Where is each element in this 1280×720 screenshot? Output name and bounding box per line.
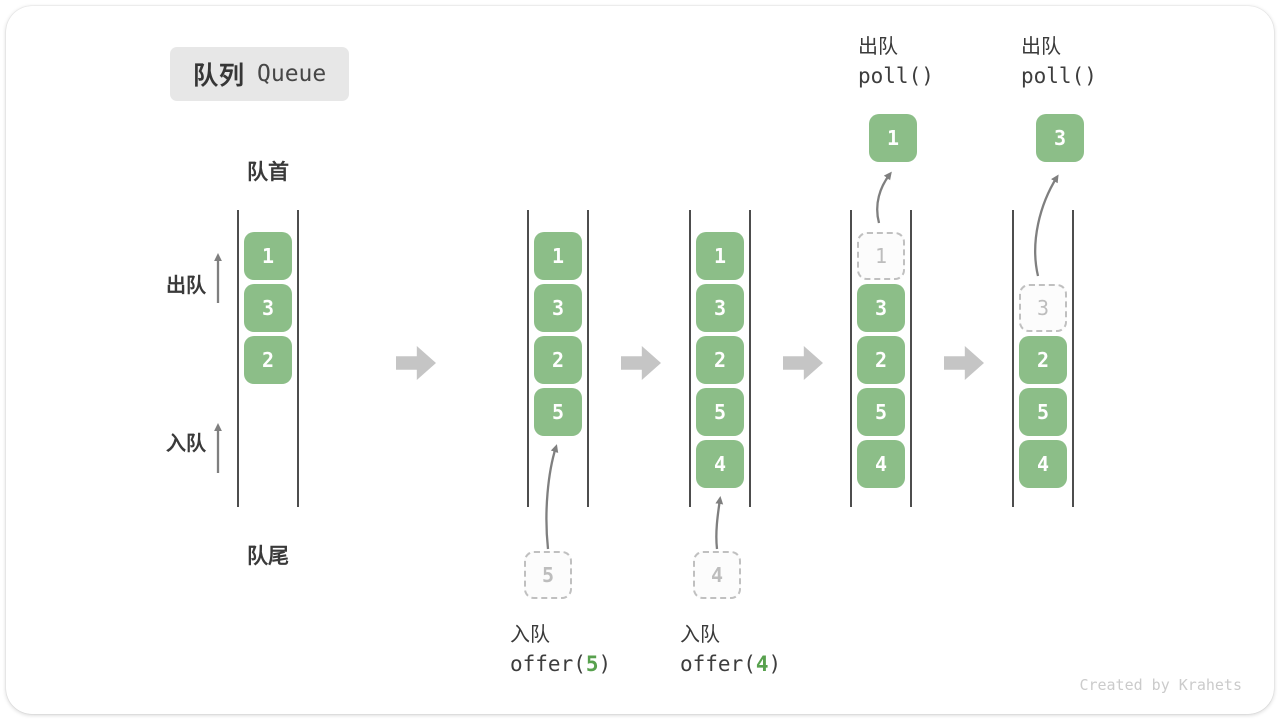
queue-state-3: 1 3 2 5 4: [689, 210, 751, 507]
queue-element: 4: [1019, 440, 1067, 488]
queue-element: 5: [857, 388, 905, 436]
queue-element: 2: [696, 336, 744, 384]
pending-enqueue-box: 4: [693, 551, 741, 599]
code-close: ): [768, 652, 782, 676]
queue-element: 2: [857, 336, 905, 384]
dequeue-code: poll(): [858, 64, 934, 88]
dequeue-label: 出队: [1021, 36, 1061, 58]
queue-wall-right: [1072, 210, 1074, 507]
diagram-title: 队列 Queue: [170, 47, 350, 101]
enqueue-operation-1: 入队 offer(5): [510, 618, 611, 676]
title-en: Queue: [257, 61, 327, 87]
title-zh: 队列: [193, 62, 246, 90]
code-fn: offer(: [510, 652, 586, 676]
removed-element: 1: [857, 232, 905, 280]
queue-element: 3: [857, 284, 905, 332]
queue-state-1: 1 3 2: [237, 210, 299, 507]
queue-wall-right: [587, 210, 589, 507]
queue-wall-right: [297, 210, 299, 507]
queue-state-4: 1 3 2 5 4: [850, 210, 912, 507]
polled-result-box: 3: [1036, 114, 1084, 162]
enqueue-side-label: 入队: [166, 433, 206, 455]
queue-element: 3: [696, 284, 744, 332]
queue-element: 1: [244, 232, 292, 280]
queue-wall-right: [910, 210, 912, 507]
dequeue-operation-1: 出队 poll(): [858, 30, 934, 88]
queue-element: 4: [696, 440, 744, 488]
dequeue-code: poll(): [1021, 64, 1097, 88]
enqueue-label: 入队: [510, 624, 550, 646]
queue-element: 2: [534, 336, 582, 384]
pending-enqueue-box: 5: [524, 551, 572, 599]
queue-element: 2: [244, 336, 292, 384]
dequeue-side-label: 出队: [166, 275, 206, 297]
enqueue-code: offer(4): [680, 652, 781, 676]
queue-element: 5: [1019, 388, 1067, 436]
queue-state-2: 1 3 2 5: [527, 210, 589, 507]
enqueue-label: 入队: [680, 624, 720, 646]
queue-wall-left: [1012, 210, 1014, 507]
queue-rear-label: 队尾: [247, 545, 289, 568]
queue-front-label: 队首: [247, 161, 289, 184]
queue-element: 2: [1019, 336, 1067, 384]
queue-element: 5: [696, 388, 744, 436]
queue-wall-left: [689, 210, 691, 507]
queue-wall-left: [237, 210, 239, 507]
queue-element: 1: [696, 232, 744, 280]
queue-element: 1: [534, 232, 582, 280]
code-close: ): [598, 652, 612, 676]
removed-element: 3: [1019, 284, 1067, 332]
dequeue-label: 出队: [858, 36, 898, 58]
code-fn: offer(: [680, 652, 756, 676]
dequeue-operation-2: 出队 poll(): [1021, 30, 1097, 88]
polled-result-box: 1: [869, 114, 917, 162]
watermark: Created by Krahets: [1079, 676, 1242, 694]
queue-element: 5: [534, 388, 582, 436]
enqueue-operation-2: 入队 offer(4): [680, 618, 781, 676]
queue-element: 4: [857, 440, 905, 488]
queue-wall-right: [749, 210, 751, 507]
code-arg: 5: [585, 652, 599, 676]
queue-wall-left: [527, 210, 529, 507]
queue-element: 3: [244, 284, 292, 332]
code-arg: 4: [755, 652, 769, 676]
queue-state-5: 3 2 5 4: [1012, 210, 1074, 507]
queue-element: 3: [534, 284, 582, 332]
queue-wall-left: [850, 210, 852, 507]
enqueue-code: offer(5): [510, 652, 611, 676]
